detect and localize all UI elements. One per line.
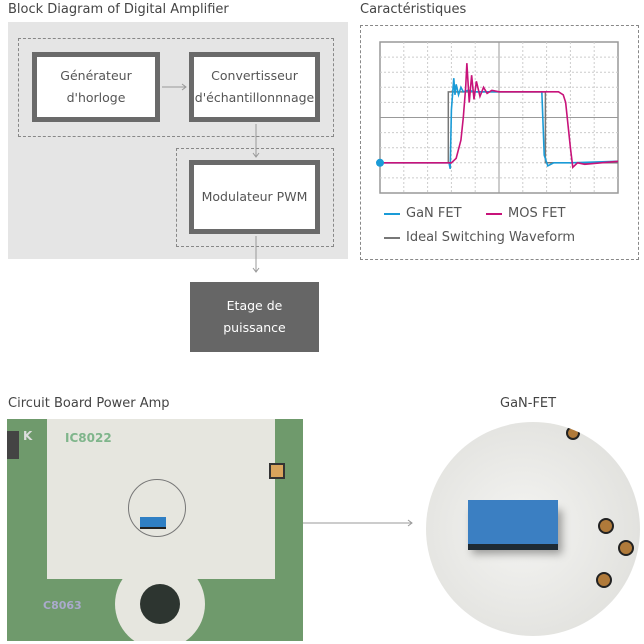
- silkscreen-label: C8063: [43, 599, 82, 612]
- mount-hole: [140, 584, 180, 624]
- gan-fet-chip-large: [468, 500, 558, 544]
- waveform-chart: [376, 41, 619, 194]
- block-power-stage: Etage de puissance: [190, 282, 319, 352]
- gan-fet-closeup: [426, 422, 640, 636]
- chart-frame: [360, 25, 639, 260]
- pad: [269, 463, 285, 479]
- via: [598, 518, 614, 534]
- legend-swatch: [384, 236, 400, 239]
- via: [566, 426, 580, 440]
- legend-swatch: [384, 212, 400, 215]
- component: [7, 431, 19, 459]
- block-pwm-modulator: Modulateur PWM: [189, 160, 320, 234]
- legend-mos: MOS FET: [486, 206, 565, 221]
- characteristics-title: Caractéristiques: [360, 2, 467, 17]
- legend-label: GaN FET: [406, 206, 462, 221]
- silkscreen-label: IC8022: [65, 431, 112, 445]
- legend-label: Ideal Switching Waveform: [406, 230, 575, 245]
- dashed-group-2: [176, 148, 334, 247]
- legend-ideal: Ideal Switching Waveform: [384, 230, 575, 245]
- via: [618, 540, 634, 556]
- baseline-marker: [376, 158, 384, 167]
- highlight-circle: [128, 479, 186, 537]
- block-clock-generator: Générateur d'horloge: [32, 52, 160, 122]
- legend-gan: GaN FET: [384, 206, 462, 221]
- dashed-group-1: [18, 38, 334, 137]
- board-title: Circuit Board Power Amp: [8, 396, 170, 411]
- block-sampling-converter: Convertisseur d'échantillonnnage: [189, 52, 320, 122]
- gan-fet-chip: [140, 517, 166, 529]
- circuit-board-photo: IC8022 C8063 K: [7, 419, 303, 641]
- legend-swatch: [486, 212, 502, 215]
- legend-label: MOS FET: [508, 206, 566, 221]
- gan-fet-title: GaN-FET: [500, 396, 557, 411]
- silkscreen-label: K: [23, 429, 33, 443]
- block-diagram-title: Block Diagram of Digital Amplifier: [8, 2, 229, 17]
- series-mos-fet: [380, 63, 619, 170]
- via: [596, 572, 612, 588]
